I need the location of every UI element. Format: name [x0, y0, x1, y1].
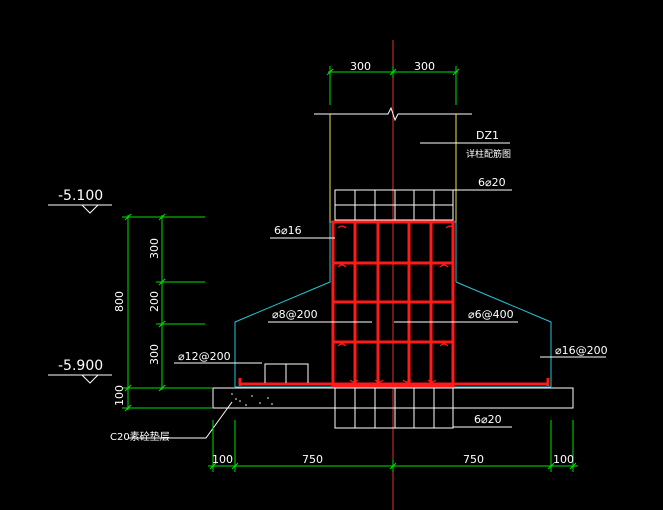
dim-total: 800 — [113, 291, 126, 312]
dim-seg2: 200 — [148, 291, 161, 312]
dim-bottom-edge-right: 100 — [553, 453, 574, 466]
stirrup-right-label: ⌀6@400 — [468, 308, 514, 321]
c20-pad — [212, 387, 574, 409]
column-section-top — [334, 189, 454, 221]
elevation-bottom-label: -5.900 — [58, 358, 103, 374]
dim-bottom-edge-left: 100 — [212, 453, 233, 466]
dim-seg1: 300 — [148, 238, 161, 259]
column-bars-label: 6⌀20 — [478, 176, 506, 189]
elevation-bottom: -5.900 — [48, 358, 112, 384]
pad-label: C20素砼垫层 — [110, 430, 170, 443]
stirrup-left-label: ⌀8@200 — [272, 308, 318, 321]
pad-hatch — [231, 393, 273, 406]
ring-bars-label: 6⌀16 — [274, 224, 302, 237]
top-dimension: 300 300 — [326, 60, 460, 105]
base-stirrups-left — [264, 363, 309, 383]
pad-leader — [128, 401, 233, 439]
dim-top-right: 300 — [414, 60, 435, 73]
rebar-cage — [238, 220, 550, 388]
vertical-dimensions — [122, 213, 212, 412]
dim-bottom-right: 750 — [463, 453, 484, 466]
bottom-dimension — [208, 420, 578, 472]
elevation-top: -5.100 — [48, 188, 112, 214]
dim-top-left: 300 — [350, 60, 371, 73]
column-name: DZ1 — [476, 129, 499, 142]
dim-pad: 100 — [113, 385, 126, 406]
bottom-right-label: ⌀16@200 — [555, 344, 608, 357]
break-line — [314, 106, 472, 122]
column-outline — [329, 114, 457, 222]
dim-seg3: 300 — [148, 344, 161, 365]
bottom-bars-label: 6⌀20 — [474, 413, 502, 426]
dim-bottom-left: 750 — [302, 453, 323, 466]
column-note: 详柱配筋图 — [466, 148, 511, 160]
bottom-left-label: ⌀12@200 — [178, 350, 231, 363]
elevation-top-label: -5.100 — [58, 188, 103, 204]
